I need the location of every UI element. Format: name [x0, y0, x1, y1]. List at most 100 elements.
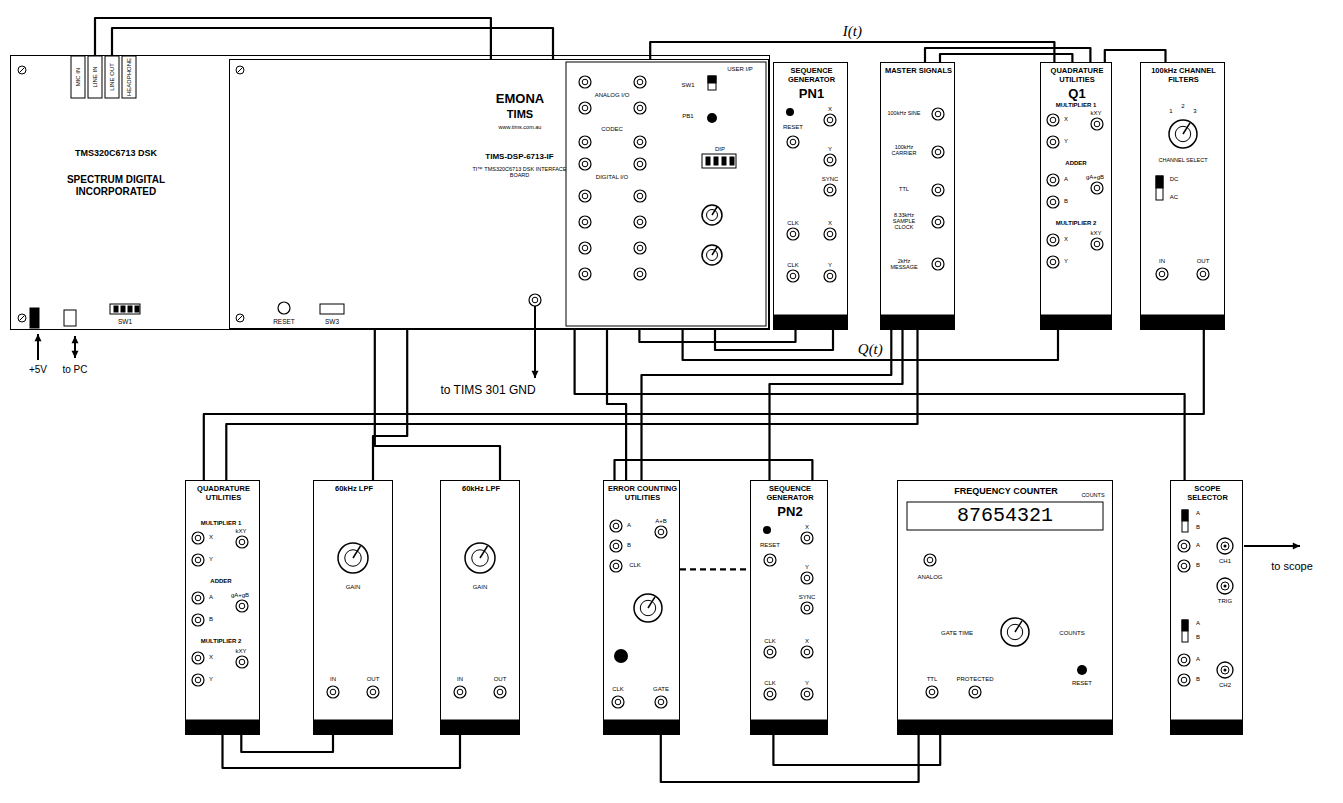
- panel-label: MIC IN: [75, 68, 82, 87]
- arrow-line: [1244, 545, 1300, 547]
- socket: [532, 297, 538, 303]
- panel-label: 100kHz CARRIER: [884, 144, 924, 156]
- socket: [932, 108, 944, 120]
- socket: [932, 184, 944, 196]
- panel-label: GAIN: [473, 584, 488, 591]
- knob: [480, 546, 488, 558]
- module-title: TMS320C6713 DSK: [31, 148, 201, 158]
- bnc-socket: [1217, 538, 1233, 554]
- socket: [582, 219, 588, 225]
- panel-label: B: [1064, 198, 1068, 205]
- socket: [236, 656, 248, 668]
- socket: [658, 699, 664, 705]
- knob: [353, 546, 361, 558]
- socket: [929, 689, 935, 695]
- knob: [702, 245, 722, 265]
- module-footer: [186, 720, 259, 734]
- panel-label: Y: [805, 680, 809, 687]
- socket: [932, 216, 944, 228]
- socket: [1178, 540, 1190, 552]
- socket: [637, 139, 643, 145]
- patch-wire: [1105, 50, 1166, 62]
- socket: [801, 532, 813, 544]
- panel-label: RESET: [783, 124, 803, 131]
- module-title: 60kHz LPF: [316, 485, 392, 494]
- patch-wire: [95, 18, 491, 59]
- socket: [615, 699, 621, 705]
- socket: [1094, 121, 1100, 127]
- panel-label: B: [627, 542, 631, 549]
- screw: [238, 68, 243, 73]
- bnc-socket: [1217, 578, 1233, 594]
- toggle-switch: [708, 76, 716, 83]
- socket: [790, 231, 796, 237]
- panel-label: COUNTS: [1081, 492, 1104, 498]
- socket: [634, 268, 646, 280]
- panel-label: CH1: [1219, 558, 1231, 565]
- panel-label: X: [805, 524, 809, 531]
- socket: [192, 592, 204, 604]
- bnc-socket: [1224, 545, 1227, 548]
- socket: [801, 602, 813, 614]
- socket: [195, 677, 201, 683]
- indicator: [614, 649, 628, 663]
- panel-label: gA+gB: [231, 592, 249, 599]
- socket: [658, 529, 664, 535]
- panel-label: A: [1196, 656, 1200, 663]
- socket: [1200, 271, 1206, 277]
- screw: [18, 314, 26, 322]
- knob: [634, 594, 662, 622]
- panel-label: USER I/P: [727, 66, 753, 73]
- screw: [18, 66, 26, 74]
- arrow-head: [532, 371, 539, 378]
- panel-label: B: [1196, 634, 1200, 641]
- arrow-head: [72, 336, 79, 343]
- toggle-switch: [1156, 176, 1163, 200]
- module-title: SEQUENCE GENERATOR: [776, 67, 847, 84]
- module-footer: [774, 315, 847, 329]
- patch-wire: [226, 330, 917, 480]
- panel-label: 100kHz SINE: [884, 110, 924, 116]
- panel-label: ADDER: [210, 578, 231, 585]
- bnc-socket: [1217, 662, 1233, 678]
- screw: [236, 66, 244, 74]
- module-footer: [751, 720, 827, 734]
- socket: [935, 219, 941, 225]
- toggle-switch: [1182, 510, 1188, 532]
- socket: [1181, 563, 1187, 569]
- socket: [634, 76, 646, 88]
- socket: [935, 149, 941, 155]
- socket: [579, 136, 591, 148]
- socket: [787, 270, 799, 282]
- panel-label: GATE TIME: [941, 630, 973, 637]
- module-title: 100kHz CHANNEL FILTERS: [1143, 67, 1224, 84]
- panel-label: A: [1064, 176, 1068, 183]
- socket: [579, 216, 591, 228]
- socket: [613, 563, 619, 569]
- socket: [1094, 185, 1100, 191]
- patch-wire: [204, 330, 1204, 480]
- patch-wire: [940, 54, 1072, 62]
- panel-label: Y: [828, 262, 832, 269]
- socket: [579, 268, 591, 280]
- usb-socket: [64, 310, 76, 326]
- panel-label: kXY: [1090, 230, 1101, 237]
- socket: [1047, 196, 1059, 208]
- screw: [238, 316, 243, 321]
- socket: [972, 689, 978, 695]
- knob: [712, 207, 717, 215]
- panel-label: OUT: [494, 676, 507, 683]
- tims-module: SCOPE SELECTOR: [1170, 480, 1243, 735]
- panel-label: CODEC: [601, 126, 623, 133]
- socket: [1178, 560, 1190, 572]
- panel-label: IN: [330, 676, 336, 683]
- knob: [465, 543, 495, 573]
- socket: [827, 157, 833, 163]
- module-subtitle: Q1: [1043, 87, 1111, 102]
- knob: [1169, 120, 1197, 148]
- bnc-socket: [1221, 666, 1229, 674]
- socket: [787, 136, 799, 148]
- socket: [613, 523, 619, 529]
- socket: [192, 532, 204, 544]
- audio-jack: [71, 56, 85, 98]
